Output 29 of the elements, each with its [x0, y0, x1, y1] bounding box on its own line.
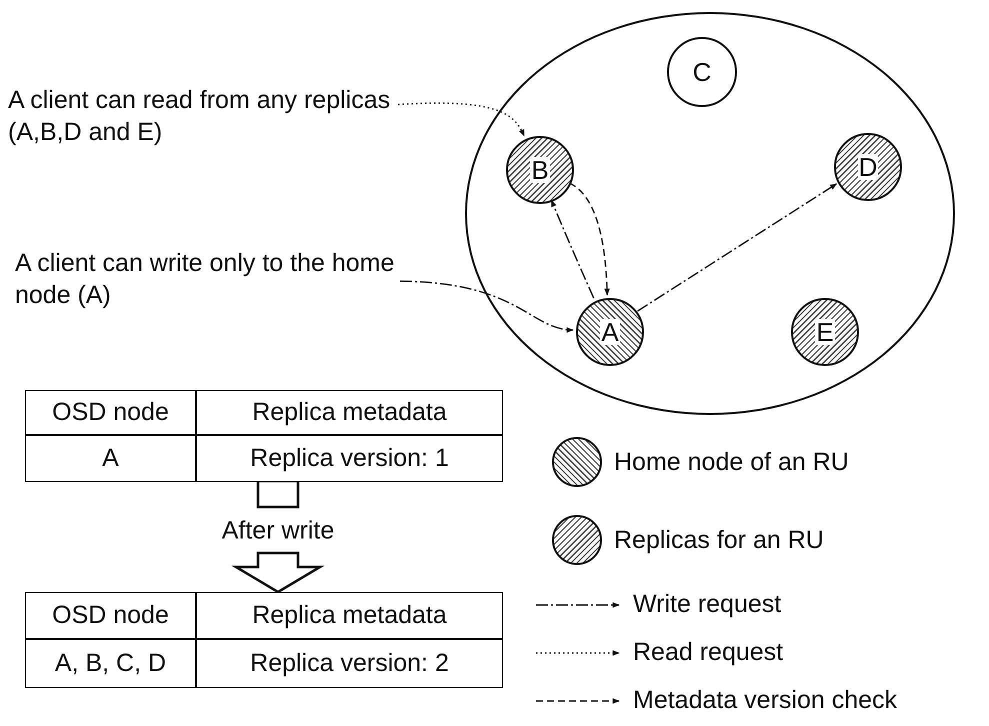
legend-text: Read request — [633, 638, 784, 667]
legend-text: Home node of an RU — [614, 448, 849, 476]
home-node-circle: A — [576, 298, 644, 366]
arrow — [400, 280, 574, 332]
table-cell-text: Replica version: 2 — [249, 648, 450, 679]
arrow — [637, 183, 838, 312]
callout-text: A client can write only to the home node (A) — [15, 247, 400, 313]
arrow — [398, 102, 525, 137]
arrow — [550, 200, 594, 298]
callout-text: A client can read from any replicas (A,B,D and E) — [8, 84, 398, 150]
table-cell: A, B, C, D — [26, 640, 197, 687]
block-arrow — [231, 480, 325, 594]
replica-node-circle: E — [791, 298, 859, 366]
table-cell: Replica metadata — [197, 593, 502, 640]
legend-text: Metadata version check — [633, 686, 898, 715]
table-cell: A — [26, 436, 197, 481]
table-cell-text: Replica version: 1 — [249, 443, 450, 474]
replica-node-circle: B — [506, 136, 574, 204]
legend-text: Write request — [633, 590, 782, 619]
table-cell: OSD node — [26, 391, 197, 436]
table-cell: OSD node — [26, 593, 197, 640]
node-circle: C — [667, 37, 737, 107]
cluster-ellipse — [465, 12, 955, 415]
metadata-table — [25, 592, 503, 688]
metadata-table — [25, 390, 503, 482]
arrow — [569, 182, 610, 296]
table-cell: Replica metadata — [197, 391, 502, 436]
legend-text: Replicas for an RU — [614, 526, 824, 554]
replica-node-circle: D — [834, 133, 902, 201]
